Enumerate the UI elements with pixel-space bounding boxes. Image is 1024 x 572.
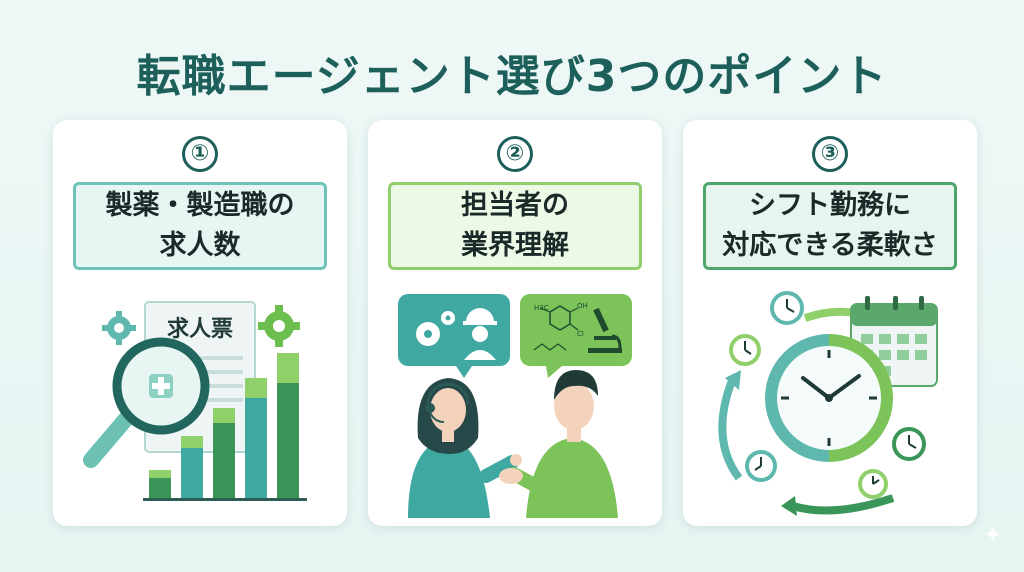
clock-icon: [765, 334, 893, 462]
card-job-count: ① 製薬・製造職の 求人数: [53, 120, 347, 526]
chem-label: H3C: [534, 304, 549, 312]
clock-icon: [858, 469, 888, 499]
card-label-line: 製薬・製造職の: [105, 190, 295, 221]
chem-label: Cl: [577, 330, 584, 338]
card-label-line: シフト勤務に: [749, 190, 911, 221]
handshake-icon: [499, 468, 523, 484]
job-posting-label: 求人票: [167, 317, 233, 342]
chem-label: OH: [577, 302, 588, 310]
consultant-illustration: H3C OH Cl: [398, 294, 632, 518]
card-label-line: 対応できる柔軟さ: [722, 230, 938, 261]
gear-icon: [102, 311, 136, 345]
card-label: シフト勤務に 対応できる柔軟さ: [703, 182, 957, 270]
card-label: 製薬・製造職の 求人数: [73, 182, 327, 270]
worker-helmet-icon: [463, 308, 497, 360]
clock-icon: [892, 427, 926, 461]
card-label-line: 業界理解: [461, 230, 569, 261]
card-shift-flexibility: ③ シフト勤務に 対応できる柔軟さ: [683, 120, 977, 526]
shift-clock-illustration: [718, 291, 938, 516]
chemical-structure-icon: [533, 305, 579, 351]
clock-icon: [729, 334, 761, 366]
magnifier-icon: [83, 337, 210, 468]
headset-icon: [425, 403, 445, 423]
microscope-icon: [588, 307, 622, 353]
clock-icon: [770, 291, 804, 325]
bar-chart-icon: [143, 353, 307, 501]
card-number: ①: [182, 136, 218, 172]
card-label-line: 求人数: [159, 230, 241, 261]
job-search-illustration: 求人票: [83, 301, 307, 501]
card-number: ②: [497, 136, 533, 172]
clock-icon: [745, 450, 777, 482]
card-label-line: 担当者の: [461, 190, 569, 221]
card-label: 担当者の 業界理解: [388, 182, 642, 270]
page-title: 転職エージェント選び3つのポイント: [136, 51, 888, 102]
gear-icon: [416, 311, 455, 346]
sparkle-icon: ✦: [983, 523, 1002, 548]
consultant-person: [408, 378, 522, 518]
gear-icon: [258, 305, 300, 347]
card-number: ③: [812, 136, 848, 172]
card-industry-knowledge: ② 担当者の 業界理解: [368, 120, 662, 526]
client-person: [507, 370, 618, 518]
speech-bubble: [398, 294, 510, 378]
